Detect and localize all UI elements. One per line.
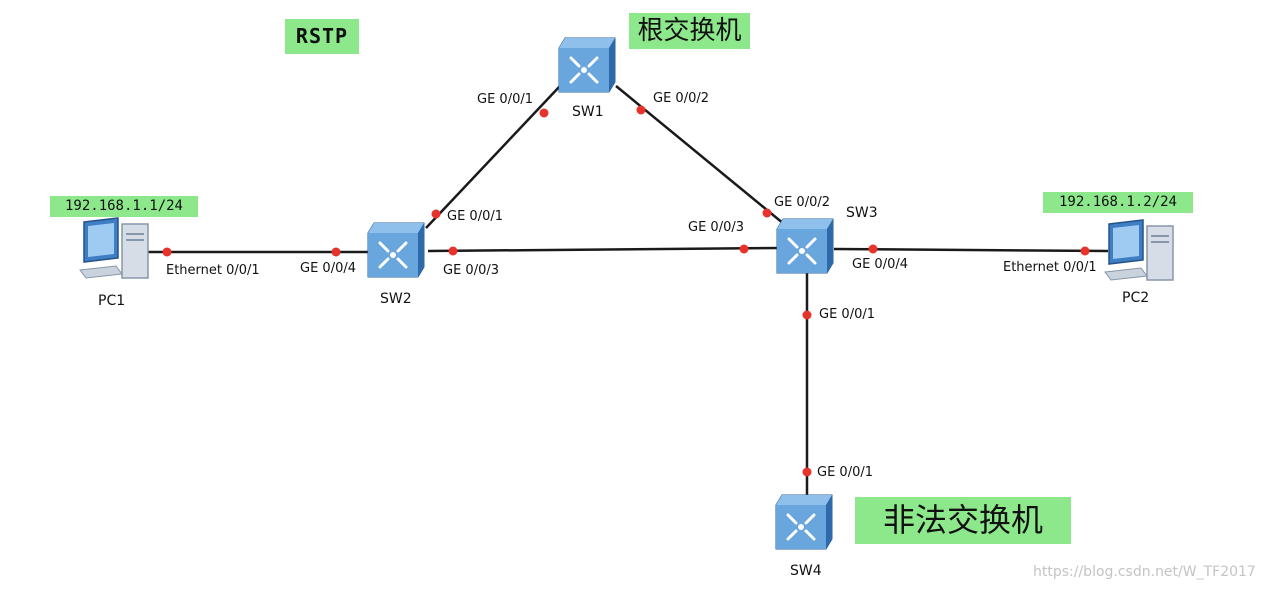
port-dot-sw4-g1 [802,467,812,477]
pc2-label: PC2 [1122,290,1150,306]
port-label-sw2-g4: GE 0/0/4 [300,261,356,276]
watermark: https://blog.csdn.net/W_TF2017 [1033,564,1256,580]
port-label-sw2-g1: GE 0/0/1 [447,209,503,224]
link-sw1-sw2 [425,85,561,229]
port-label-sw3-g1: GE 0/0/1 [819,307,875,322]
pc2-computer-icon[interactable] [1103,218,1177,284]
port-label-sw4-g1: GE 0/0/1 [817,465,873,480]
port-dot-pc2-eth [1080,246,1090,256]
port-label-pc1-eth: Ethernet 0/0/1 [166,263,260,278]
sw2-label: SW2 [380,291,412,307]
port-dot-sw2-g3 [448,246,458,256]
port-dot-sw1-g1 [539,108,549,118]
pc2-ip-address: 192.168.1.2/24 [1043,192,1193,213]
port-label-sw1-g2: GE 0/0/2 [653,91,709,106]
pc1-computer-icon[interactable] [78,216,152,282]
rogue-switch-annotation: 非法交换机 [855,497,1071,544]
port-label-sw2-g3: GE 0/0/3 [443,263,499,278]
port-label-sw3-g3: GE 0/0/3 [688,220,744,235]
root-switch-annotation: 根交换机 [629,13,750,49]
port-dot-sw3-g3 [739,244,749,254]
sw3-switch-icon[interactable] [775,217,837,277]
link-sw2-sw3 [427,246,781,253]
pc1-ip-address: 192.168.1.1/24 [50,196,198,217]
port-dot-sw3-g1 [802,310,812,320]
port-dot-sw1-g2 [636,105,646,115]
pc1-label: PC1 [98,293,126,309]
port-label-sw3-g4: GE 0/0/4 [852,257,908,272]
port-dot-pc1-eth [162,247,172,257]
port-dot-sw2-g4 [331,247,341,257]
sw1-label: SW1 [572,104,604,120]
sw1-switch-icon[interactable] [557,36,619,96]
diagram-title: RSTP [285,19,359,54]
sw3-label: SW3 [846,205,878,221]
sw2-switch-icon[interactable] [365,221,429,281]
port-dot-sw3-g2 [762,208,772,218]
port-label-pc2-eth: Ethernet 0/0/1 [1003,260,1097,275]
port-label-sw3-g2: GE 0/0/2 [774,195,830,210]
sw4-label: SW4 [790,563,822,579]
port-dot-sw3-g4 [868,244,878,254]
port-label-sw1-g1: GE 0/0/1 [477,92,533,107]
sw4-switch-icon[interactable] [774,493,836,553]
link-sw3-pc2 [833,247,1109,253]
port-dot-sw2-g1 [431,209,441,219]
